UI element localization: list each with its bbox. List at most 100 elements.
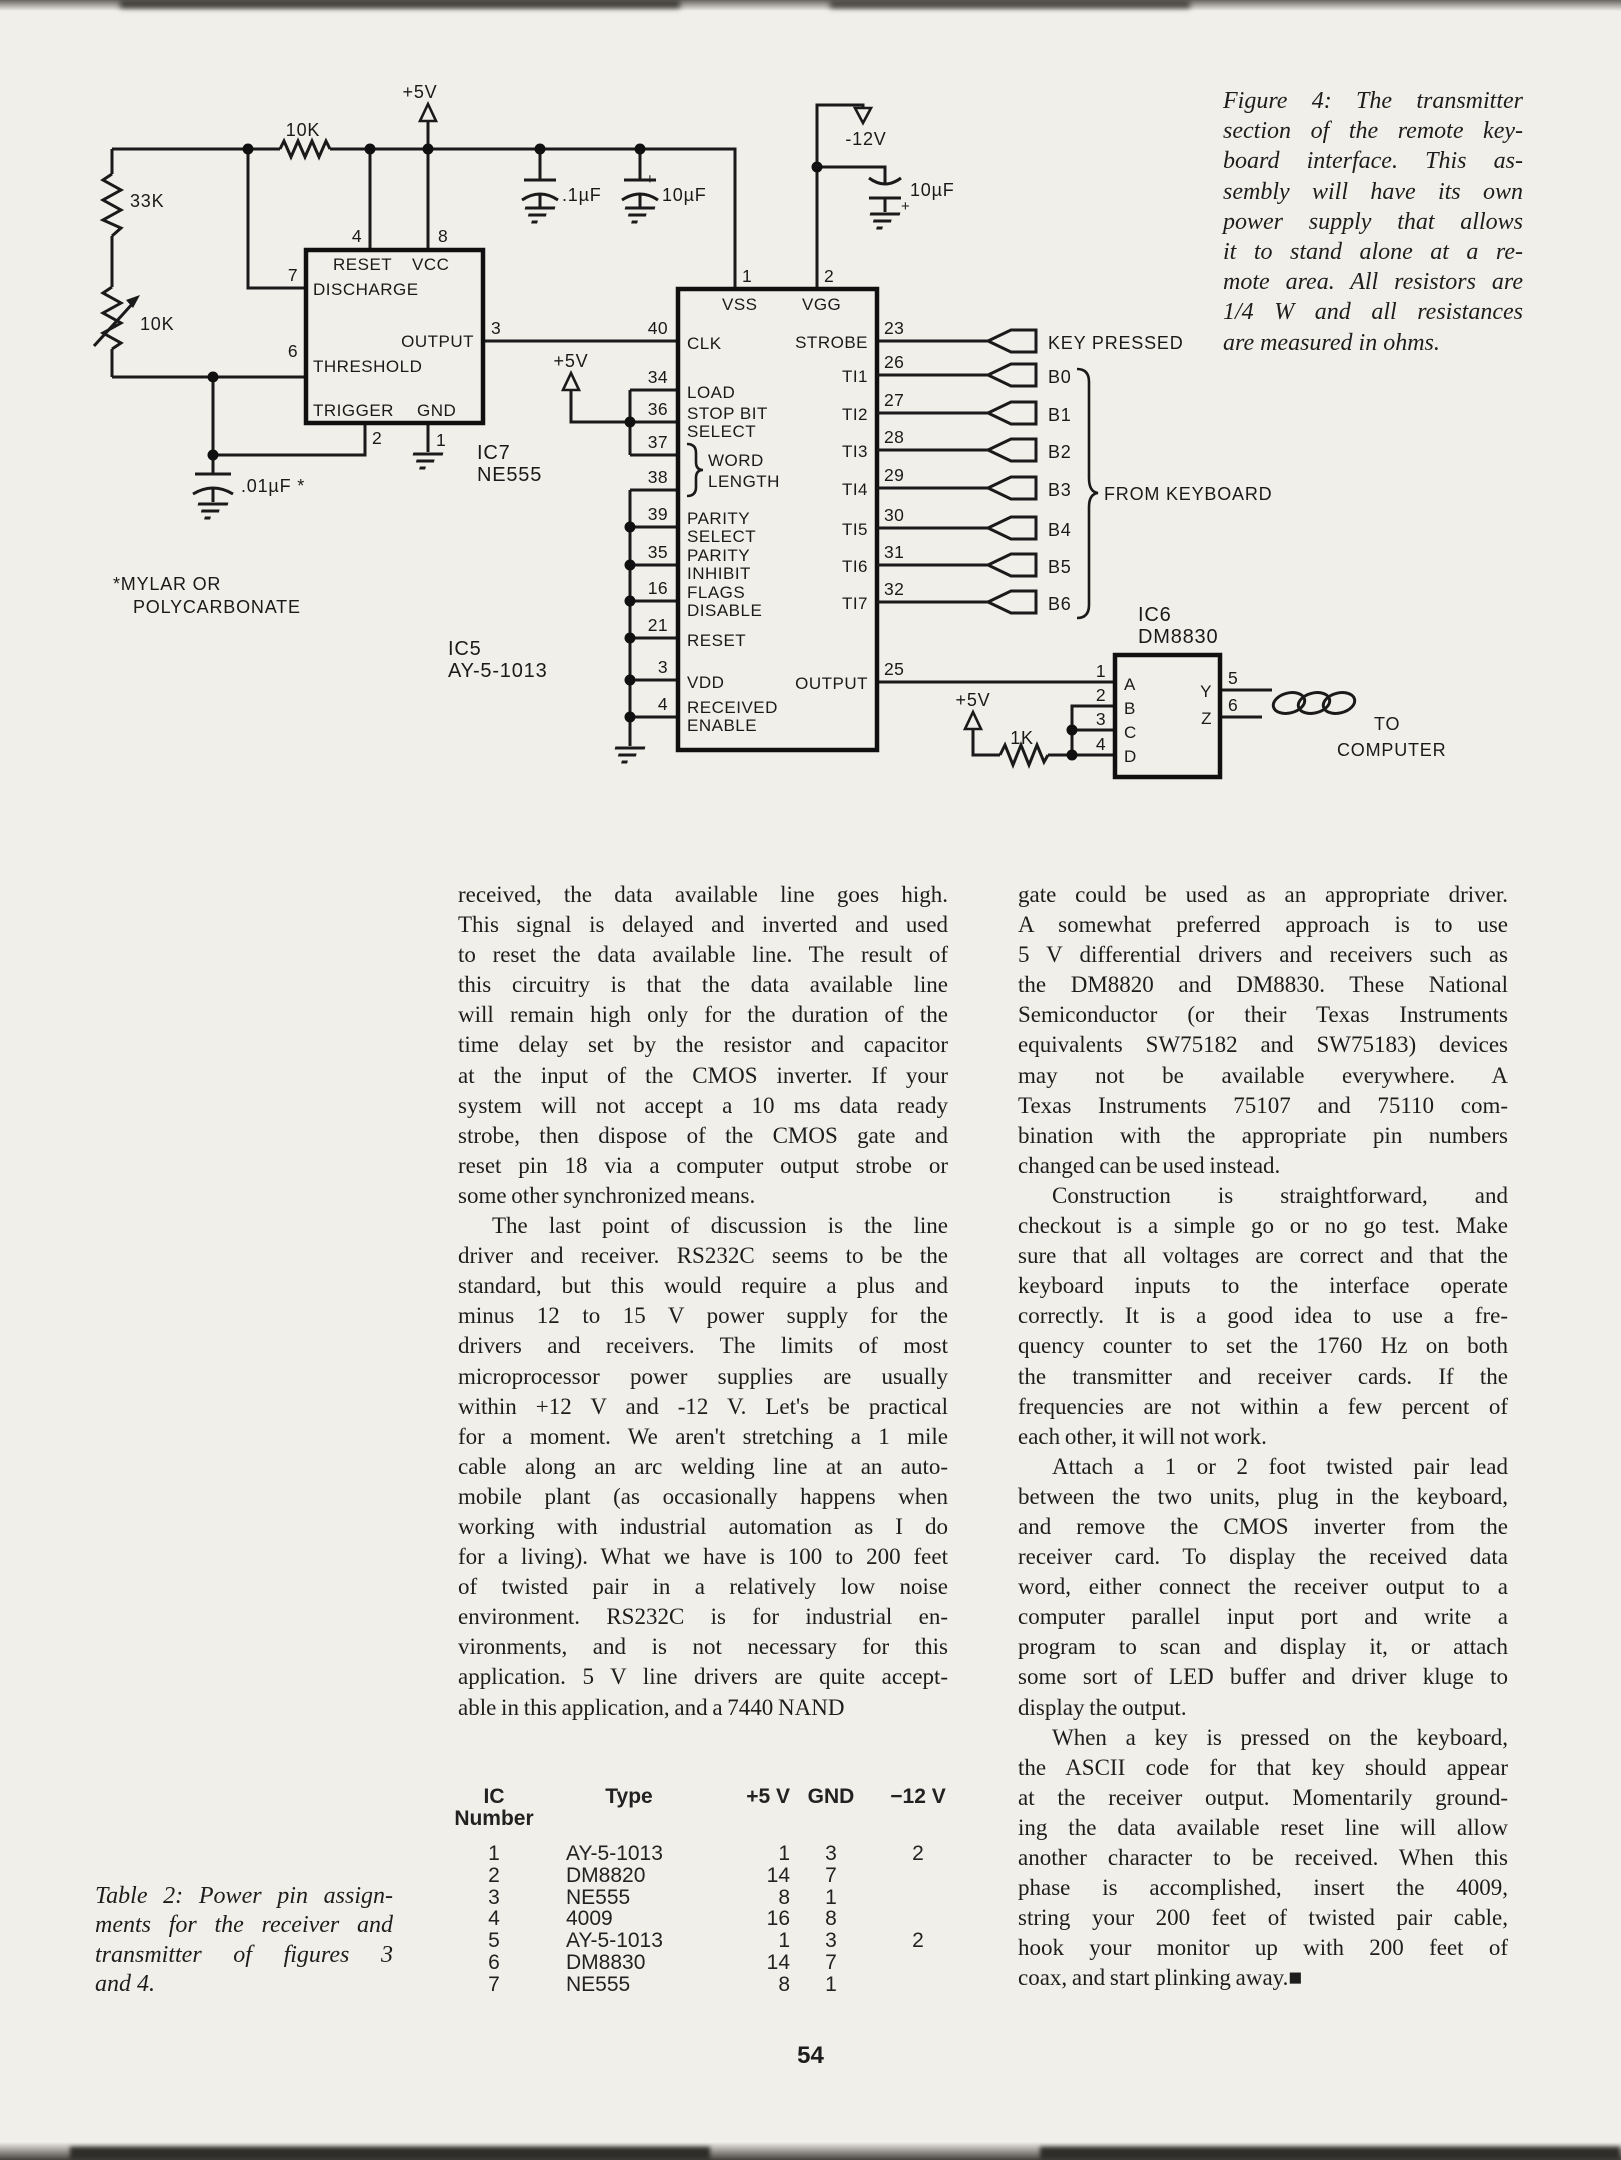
- table-cell: AY-5-1013: [566, 1842, 663, 1865]
- pin-number: 2: [1096, 685, 1106, 705]
- table-cell: [872, 1865, 964, 1887]
- pin-number: 36: [648, 399, 668, 419]
- supply-label: +5V: [956, 690, 991, 710]
- text-line: each other, it will not work.: [1018, 1423, 1267, 1449]
- pin-label: FLAGS: [687, 583, 745, 602]
- text-line: keyboard inputs to the interface operate: [1018, 1273, 1508, 1299]
- supply-arrows: [417, 100, 984, 731]
- text-line: working with industrial automation as I …: [458, 1513, 948, 1539]
- text-line: this circuitry is that the data availabl…: [458, 972, 948, 998]
- table-cell: [872, 1974, 964, 1996]
- capacitor-value: .01µF *: [241, 476, 305, 496]
- text-line: 1/4 W and all resistances: [1223, 299, 1523, 326]
- supply-label: +5V: [554, 351, 589, 371]
- pin-number: 28: [884, 427, 904, 447]
- pin-number: 4: [352, 226, 362, 246]
- key-pressed-arrow-icon: [984, 328, 1038, 354]
- signal-arrow-icon: [984, 437, 1038, 463]
- pin-number: 32: [884, 579, 904, 599]
- table-cell: 1: [778, 1929, 790, 1953]
- table-cell: 1: [825, 1885, 837, 1909]
- table-cell: 5: [488, 1929, 500, 1953]
- table-cell: NE555: [566, 1885, 631, 1909]
- pin-label: OUTPUT: [795, 674, 868, 693]
- table-cell: 14: [766, 1950, 790, 1974]
- resistor-value: 33K: [130, 191, 164, 211]
- text-line: reset pin 18 via a computer output strob…: [458, 1152, 948, 1178]
- text-line: vironments, and is not necessary for thi…: [458, 1634, 948, 1660]
- table-cell: [872, 1908, 964, 1930]
- text-line: mote area. All resistors are: [1223, 269, 1523, 296]
- table-cell: NE555: [566, 1972, 631, 1996]
- pin-number: 39: [648, 504, 668, 524]
- pin-label: C: [1124, 723, 1137, 742]
- schematic-wires: [92, 103, 1357, 770]
- text-line: equivalents SW75182 and SW75183) devices: [1018, 1032, 1508, 1058]
- scan-artifact-top: [0, 0, 1621, 11]
- th-plus5v: +5 V: [746, 1785, 790, 1808]
- pin-number: 8: [438, 226, 448, 246]
- pin-label: STOP BIT: [687, 404, 768, 423]
- text-line: within +12 V and -12 V. Let's be practic…: [458, 1393, 948, 1419]
- table-cell: 8: [778, 1972, 790, 1996]
- table-cell: 2: [912, 1929, 924, 1953]
- ic-reference: IC6: [1138, 604, 1172, 626]
- pin-number: 5: [1228, 668, 1238, 688]
- pin-label: STROBE: [795, 333, 868, 352]
- ground-icon: [408, 452, 445, 470]
- text-line: Figure 4: The transmitter: [1223, 88, 1523, 114]
- pin-number: 23: [884, 318, 904, 338]
- text-line: some sort of LED buffer and driver kluge…: [1018, 1664, 1508, 1690]
- ground-icon: [520, 206, 557, 224]
- table-cell: 6: [488, 1950, 500, 1974]
- table-cell: [872, 1887, 964, 1909]
- pin-label: SELECT: [687, 527, 756, 546]
- text-line: Table 2: Power pin assign-: [95, 1883, 393, 1909]
- ic7-labels: RESET VCC DISCHARGE OUTPUT THRESHOLD TRI…: [288, 226, 541, 486]
- plus5v-arrow-icon: [962, 708, 984, 731]
- word-length-brace: [686, 442, 704, 498]
- minus12v-arrow-icon: [852, 106, 874, 126]
- ic-reference: IC5: [448, 638, 482, 660]
- text-line: correctly. It is a good idea to use a fr…: [1018, 1303, 1508, 1329]
- text-line: receiver card. To display the received d…: [1018, 1544, 1508, 1570]
- pin-label: TI4: [842, 480, 868, 499]
- capacitor-value: .1µF: [562, 185, 602, 205]
- text-line: driver and receiver. RS232C seems to be …: [458, 1243, 948, 1269]
- pin-label: INHIBIT: [687, 564, 751, 583]
- pin-label: TRIGGER: [313, 401, 394, 420]
- table-cell: 3: [488, 1885, 500, 1909]
- table-cell: 8: [825, 1907, 837, 1931]
- text-line: minus 12 to 15 V power supply for the: [458, 1303, 948, 1329]
- text-line: bination with the appropriate pin number…: [1018, 1122, 1508, 1148]
- capacitor-note: POLYCARBONATE: [133, 597, 301, 617]
- text-line: Texas Instruments 75107 and 75110 com-: [1018, 1092, 1508, 1118]
- pin-label: VSS: [722, 295, 758, 314]
- text-line: A somewhat preferred approach is to use: [1018, 912, 1508, 938]
- text-line: the DM8820 and DM8830. These National: [1018, 972, 1508, 998]
- polarity-plus: +: [645, 171, 654, 188]
- table-cell: 1: [488, 1842, 500, 1865]
- signal-label: B2: [1048, 442, 1072, 462]
- ground-icon: [193, 502, 230, 520]
- table-cell: 3: [825, 1929, 837, 1953]
- text-line: it to stand alone at a re-: [1223, 239, 1523, 266]
- text-line: mobile plant (as occasionally happens wh…: [458, 1483, 948, 1509]
- pin-number: 1: [742, 266, 752, 286]
- text-line: gate could be used as an appropriate dri…: [1018, 882, 1508, 907]
- text-line: environment. RS232C is for industrial en…: [458, 1604, 948, 1630]
- text-line: The last point of discussion is the line: [492, 1213, 948, 1239]
- pin-label: TI3: [842, 442, 868, 461]
- text-line: system will not accept a 10 ms data read…: [458, 1092, 948, 1118]
- pin-number: 3: [1096, 709, 1106, 729]
- page-number: 54: [797, 2042, 824, 2069]
- table-cell: 7: [825, 1863, 837, 1887]
- text-line: the ASCII code for that key should appea…: [1018, 1754, 1508, 1780]
- resistor-value: 10K: [140, 314, 174, 334]
- table-cell: 16: [766, 1907, 790, 1931]
- pin-label: RESET: [333, 255, 392, 274]
